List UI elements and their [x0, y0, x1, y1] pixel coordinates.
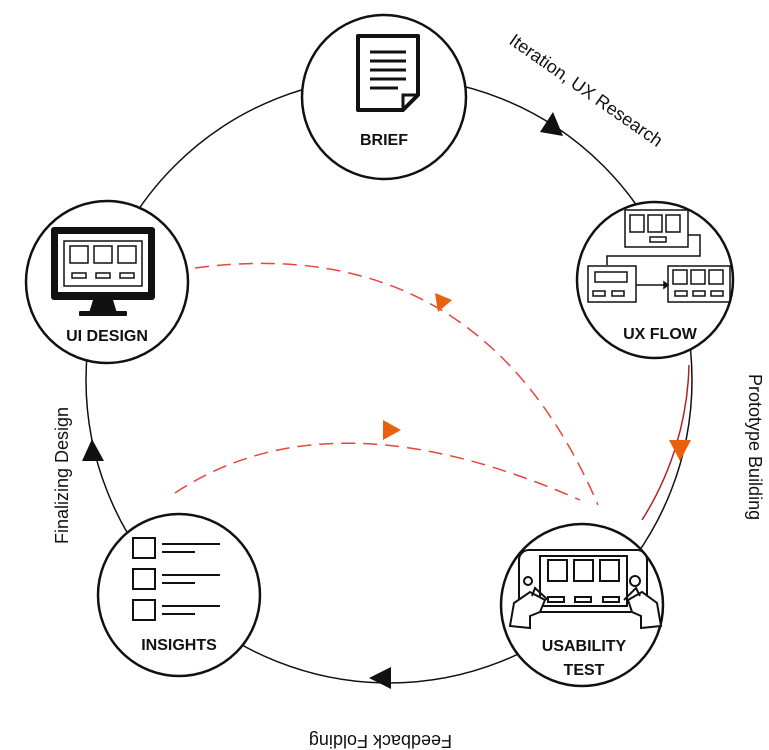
node-ui-design: UI DESIGN — [24, 199, 190, 365]
tablet-hands-icon — [508, 549, 663, 630]
node-ui-design-label: UI DESIGN — [66, 328, 148, 345]
node-insights: INSIGHTS — [96, 512, 262, 678]
dashed-arc-lower — [174, 442, 581, 501]
node-brief-circle — [300, 13, 468, 181]
node-insights-label: INSIGHTS — [141, 637, 217, 654]
node-ux-flow-circle — [575, 200, 735, 360]
node-usability-test-label-line1: USABILITY — [542, 638, 627, 655]
checklist-icon — [132, 537, 220, 621]
dashed-arrow-upper — [435, 293, 452, 312]
cycle-arrow-insights-ui — [82, 439, 104, 461]
node-usability-test-label-line2: TEST — [564, 662, 605, 679]
node-usability-test: USABILITY TEST — [499, 522, 665, 688]
document-icon — [356, 34, 420, 112]
node-brief: BRIEF — [300, 13, 468, 181]
cycle-arrow-usability-insights — [369, 667, 391, 689]
edge-label-prototype-building: Prototype Building — [745, 374, 765, 520]
flow-chart-icon — [587, 209, 731, 303]
dashed-arc-upper — [194, 262, 599, 506]
edge-label-feedback-folding: Feedback Folding — [309, 731, 452, 750]
cycle-arrow-brief-ux — [540, 112, 563, 136]
monitor-icon — [51, 227, 155, 316]
dashed-arrow-lower — [383, 420, 401, 440]
node-ux-flow: UX FLOW — [575, 200, 735, 360]
node-brief-label: BRIEF — [360, 132, 408, 149]
edge-label-iteration-ux-research: Iteration, UX Research — [506, 30, 667, 151]
node-insights-circle — [96, 512, 262, 678]
node-ux-flow-label: UX FLOW — [623, 326, 698, 343]
edge-label-finalizing-design: Finalizing Design — [52, 407, 72, 544]
cycle-arrow-ux-usability — [669, 440, 691, 461]
